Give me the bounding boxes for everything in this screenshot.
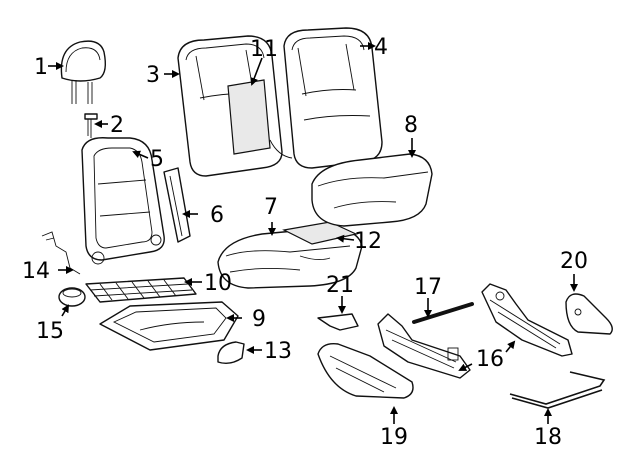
- callout-20: 20: [560, 249, 588, 274]
- callout-7: 7: [264, 195, 278, 220]
- part-cushion-pad: [282, 221, 358, 261]
- callout-6: 6: [210, 203, 224, 228]
- callout-labels: 1 2 3 4 5 6 7 8 9 10 11 12 13 14 15 16 1…: [22, 35, 588, 450]
- callout-17: 17: [414, 275, 442, 300]
- part-cushion-cover: [311, 153, 433, 227]
- part-headrest: [60, 40, 107, 104]
- part-track-right: [481, 283, 573, 357]
- part-side-trim: [163, 167, 191, 243]
- callout-19: 19: [380, 425, 408, 450]
- callout-11: 11: [250, 37, 278, 62]
- part-seatback-assembly: [283, 27, 383, 169]
- part-track-left: [377, 313, 471, 379]
- callout-1: 1: [34, 55, 48, 80]
- callout-18: 18: [534, 425, 562, 450]
- part-recliner-cover: [565, 293, 613, 335]
- callout-13: 13: [264, 339, 292, 364]
- callout-10: 10: [204, 271, 232, 296]
- callout-3: 3: [146, 63, 160, 88]
- part-rod: [412, 302, 474, 324]
- callout-9: 9: [252, 307, 266, 332]
- part-heating-mat: [85, 277, 197, 303]
- callout-2: 2: [110, 113, 124, 138]
- part-wire-frame: [509, 371, 606, 409]
- part-small-bracket: [217, 341, 245, 365]
- part-knob: [58, 287, 86, 307]
- part-guide-pin: [84, 113, 98, 138]
- callout-5: 5: [150, 147, 164, 172]
- part-seatback-frame: [81, 137, 165, 265]
- callout-8: 8: [404, 113, 418, 138]
- part-side-shield: [317, 343, 414, 399]
- part-seatback-pad: [227, 79, 271, 155]
- part-cushion-frame: [99, 301, 239, 351]
- leader-lines: [48, 42, 578, 424]
- callout-16: 16: [476, 347, 504, 372]
- callout-4: 4: [374, 35, 388, 60]
- callout-15: 15: [36, 319, 64, 344]
- callout-12: 12: [354, 229, 382, 254]
- callout-14: 14: [22, 259, 50, 284]
- part-clip: [317, 313, 359, 331]
- callout-21: 21: [326, 273, 354, 298]
- part-seat-cushion: [217, 227, 363, 289]
